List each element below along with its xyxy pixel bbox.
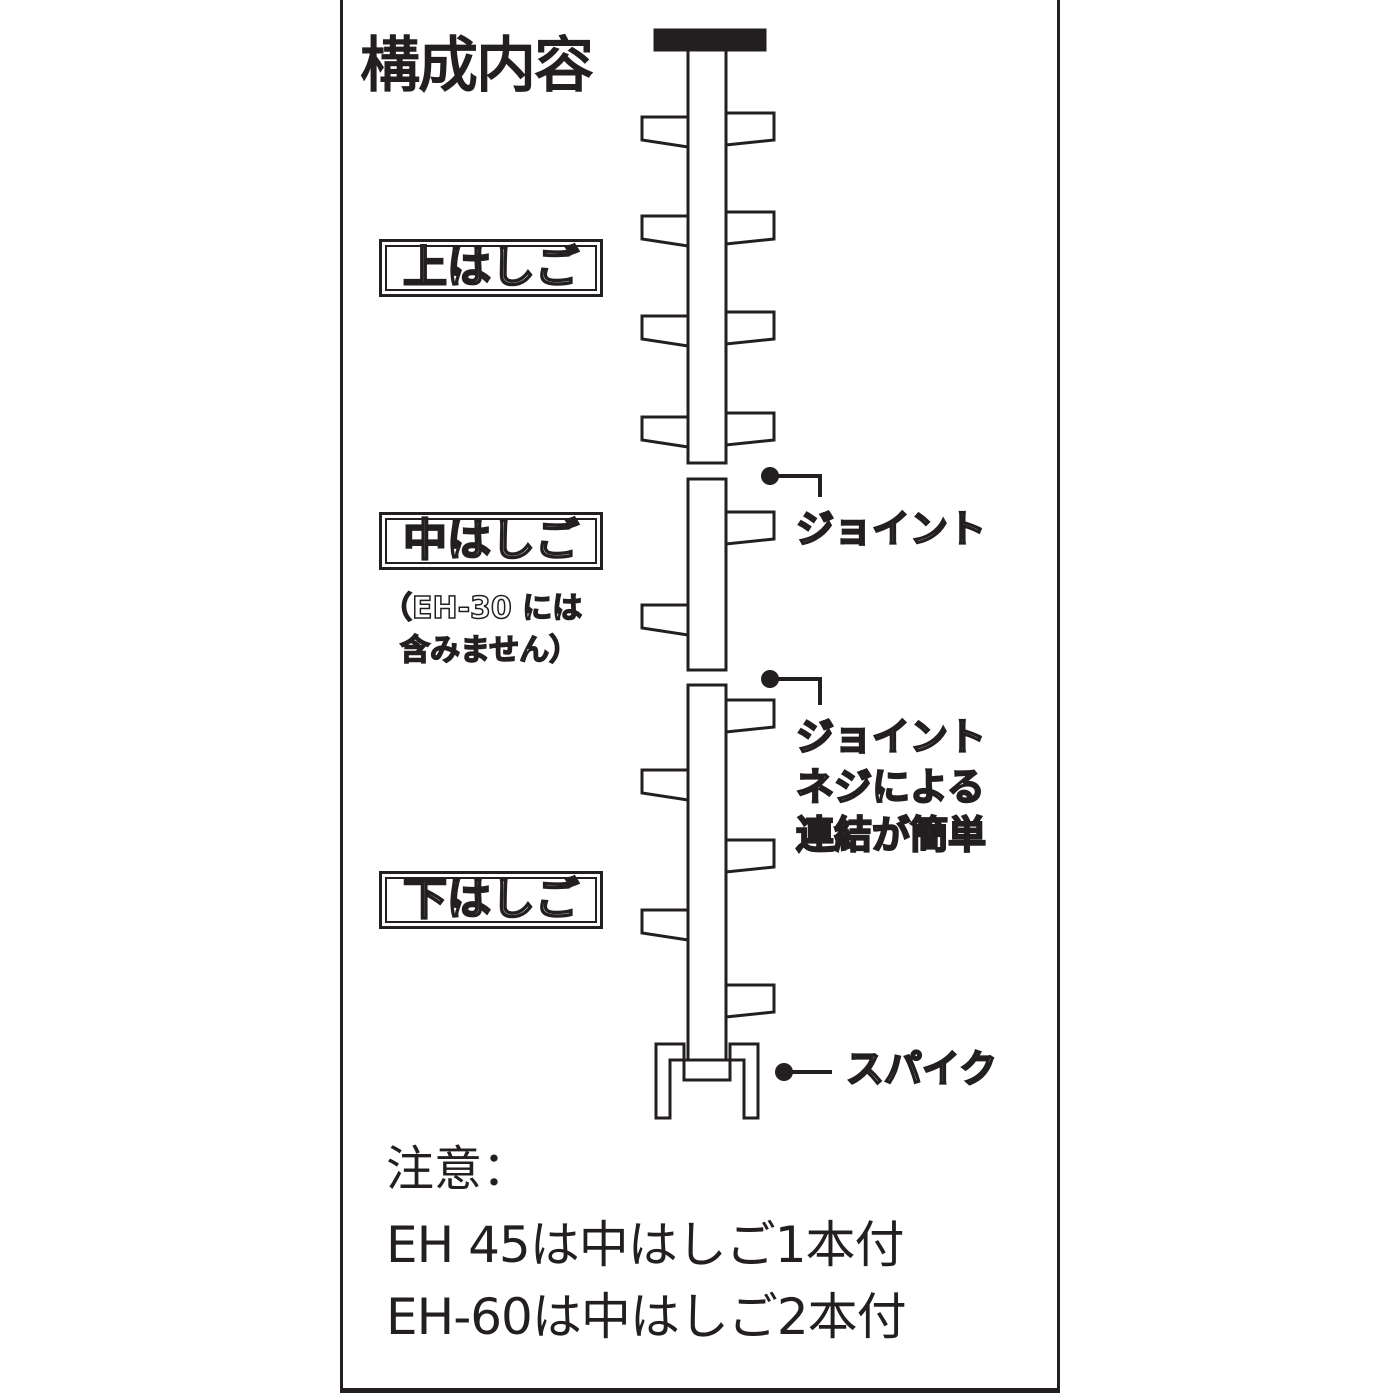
middle-ladder-rail [686, 477, 728, 672]
notes-line-1: EH 45は中はしご1本付 [386, 1216, 905, 1274]
spike-label: スパイク [845, 1047, 998, 1091]
joint-desc-line2: 連結が簡単 [795, 813, 987, 857]
joint-lower-dot [761, 670, 779, 688]
spike-dot [775, 1063, 793, 1081]
upper-ladder-steps [640, 111, 776, 449]
ladder-top-cap [653, 28, 767, 52]
lower-ladder-label: 下はしご [379, 871, 603, 929]
middle-ladder-steps [640, 510, 776, 637]
lower-ladder-rail [686, 683, 728, 1080]
joint-upper-dot [761, 467, 779, 485]
notes-heading: 注意： [386, 1141, 531, 1197]
page-title: 構成内容 [360, 31, 594, 101]
notes-line-2: EH-60は中はしご2本付 [386, 1288, 907, 1346]
joint-desc-line1: ネジによる [795, 765, 986, 809]
joint-upper-leader [770, 474, 822, 497]
joint-upper-label: ジョイント [795, 507, 987, 551]
middle-ladder-note-2: 含みません） [399, 633, 580, 668]
spike-shape [654, 1042, 760, 1120]
middle-ladder-label: 中はしご [379, 512, 603, 570]
joint-lower-label: ジョイント [795, 715, 987, 759]
upper-ladder-label: 上はしご [379, 239, 603, 297]
middle-ladder-note-1: （EH-30 には [381, 591, 583, 626]
lower-ladder-steps [640, 698, 776, 1019]
upper-ladder-rail [686, 48, 728, 465]
joint-lower-leader [770, 677, 822, 705]
